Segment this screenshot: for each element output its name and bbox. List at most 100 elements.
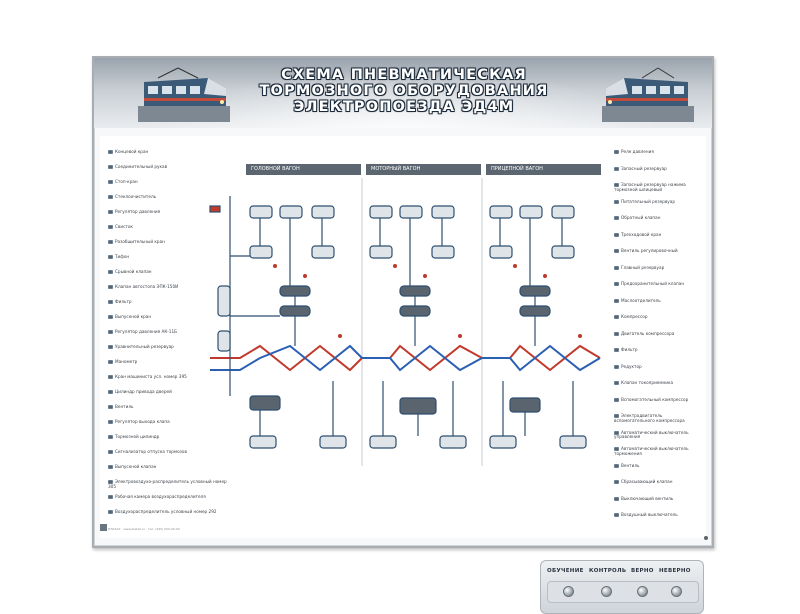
motor-car-equipment bbox=[369, 205, 467, 449]
equipment-symbol-icon bbox=[108, 195, 113, 199]
equipment-symbol-icon bbox=[108, 345, 113, 349]
legend-item: Сбрасывающий клапан bbox=[614, 479, 673, 485]
legend-item: Соединительный рукав bbox=[108, 164, 167, 170]
equipment-symbol-icon bbox=[108, 360, 113, 364]
legend-label: Фильтр bbox=[621, 347, 638, 352]
legend-label: Клапан токоприемника bbox=[621, 380, 674, 385]
equipment-symbol-icon bbox=[108, 225, 113, 229]
equipment-symbol-icon bbox=[108, 210, 113, 214]
equipment-symbol-icon bbox=[614, 331, 619, 336]
control-panel: ОБУЧЕНИЕ КОНТРОЛЬ ВЕРНО НЕВЕРНО bbox=[540, 560, 704, 614]
equipment-symbol-icon bbox=[108, 495, 113, 499]
legend-label: Регулятор давления bbox=[115, 209, 161, 214]
equipment-symbol-icon bbox=[614, 249, 619, 253]
correct-indicator bbox=[637, 586, 648, 597]
legend-label: Маслоотделитель bbox=[621, 297, 661, 303]
legend-item: Трехходовой кран bbox=[614, 231, 662, 238]
equipment-symbol-icon bbox=[614, 348, 619, 352]
equipment-symbol-icon bbox=[614, 513, 619, 517]
legend-item: Автоматический выключатель управления bbox=[614, 430, 702, 440]
legend-item: Выпускной клапан bbox=[108, 464, 157, 470]
footer-text: ПЛАКАТ · www.plakat.ru · тел. (495) 000-… bbox=[108, 527, 180, 531]
legend-label: Редуктор bbox=[621, 363, 642, 369]
equipment-symbol-icon bbox=[108, 435, 113, 439]
incorrect-label: НЕВЕРНО bbox=[659, 568, 691, 574]
legend-item: Вентиль bbox=[108, 404, 134, 410]
legend-item: Срывной клапан bbox=[108, 269, 152, 275]
equipment-symbol-icon bbox=[614, 480, 619, 484]
legend-label: Клапан автостопа ЭПК-150И bbox=[115, 284, 179, 289]
control-mode-button[interactable] bbox=[601, 586, 612, 597]
equipment-symbol-icon bbox=[614, 232, 619, 237]
legend-label: Срывной клапан bbox=[115, 269, 152, 274]
car-header-trailer: ПРИЦЕПНОЙ ВАГОН bbox=[486, 164, 601, 175]
pneumatic-diagram bbox=[209, 178, 601, 466]
title-line-3: ЭЛЕКТРОПОЕЗДА ЭД4М bbox=[293, 99, 515, 115]
legend-label: Реле давления bbox=[621, 149, 654, 154]
legend-item: Манометр bbox=[108, 359, 137, 365]
equipment-symbol-icon bbox=[614, 315, 619, 319]
legend-label: Вспомогательный компрессор bbox=[621, 396, 689, 402]
legend-item: Уравнительный резервуар bbox=[108, 344, 174, 350]
equipment-symbol-icon bbox=[108, 240, 113, 244]
legend-item: Стоп-кран bbox=[108, 179, 138, 185]
equipment-symbol-icon bbox=[614, 463, 619, 468]
legend-item: Клапан токоприемника bbox=[614, 380, 674, 386]
legend-label: Двигатель компрессора bbox=[621, 330, 675, 336]
legend-item: Запасный резервуар нажима тормозной шлиц… bbox=[614, 182, 702, 192]
legend-label: Выпускной клапан bbox=[115, 464, 157, 469]
equipment-symbol-icon bbox=[614, 216, 619, 220]
legend-label: Вентиль bbox=[621, 462, 640, 468]
legend-item: Тормозной цилиндр bbox=[108, 434, 160, 440]
legend-label: Электродвигатель вспомогательного компре… bbox=[614, 413, 685, 423]
equipment-symbol-icon bbox=[108, 405, 113, 409]
legend-label: Регулятор давления АК-11Б bbox=[115, 329, 178, 334]
legend-item: Обратный клапан bbox=[614, 215, 661, 221]
legend-item: Автоматический выключатель торможения bbox=[614, 446, 702, 456]
valve-markers bbox=[273, 264, 582, 338]
equipment-symbol-icon bbox=[108, 315, 113, 319]
legend-label: Запасный резервуар нажима тормозной шлиц… bbox=[614, 182, 686, 192]
legend-label: Разобщительный кран bbox=[115, 239, 165, 244]
legend-item: Фильтр bbox=[108, 299, 132, 305]
legend-label: Главный резервуар bbox=[621, 264, 665, 270]
head-car-equipment bbox=[209, 196, 347, 449]
legend-label: Выключающий вентиль bbox=[621, 495, 674, 501]
legend-item: Вспомогательный компрессор bbox=[614, 396, 689, 403]
equipment-symbol-icon bbox=[614, 166, 619, 171]
legend-item: Регулятор давления АК-11Б bbox=[108, 329, 178, 335]
equipment-symbol-icon bbox=[614, 298, 619, 303]
legend-item: Предохранительный клапан bbox=[614, 281, 684, 287]
legend-label: Концевой кран bbox=[115, 149, 149, 154]
legend-item: Тифон bbox=[108, 254, 129, 260]
legend-item: Цилиндр привода дверей bbox=[108, 389, 172, 395]
legend-label: Сбрасывающий клапан bbox=[621, 479, 673, 484]
equipment-symbol-icon bbox=[108, 480, 113, 484]
legend-label: Обратный клапан bbox=[621, 215, 661, 220]
equipment-symbol-icon bbox=[108, 390, 113, 394]
learning-mode-button[interactable] bbox=[563, 586, 574, 597]
mode-learning-label: ОБУЧЕНИЕ bbox=[547, 568, 584, 574]
legend-item: Питательный резервуар bbox=[614, 199, 675, 205]
legend-item: Концевой кран bbox=[108, 149, 149, 155]
train-right-icon bbox=[602, 67, 694, 122]
legend-item: Выключающий вентиль bbox=[614, 495, 674, 502]
legend-label: Уравнительный резервуар bbox=[115, 344, 174, 349]
equipment-symbol-icon bbox=[614, 414, 619, 418]
legend-label: Тормозной цилиндр bbox=[115, 434, 160, 439]
equipment-symbol-icon bbox=[614, 199, 619, 204]
correct-label: ВЕРНО bbox=[631, 568, 654, 574]
equipment-symbol-icon bbox=[614, 150, 619, 154]
equipment-symbol-icon bbox=[108, 180, 113, 184]
legend-item: Электродвигатель вспомогательного компре… bbox=[614, 413, 702, 423]
legend-label: Стеклоочиститель bbox=[115, 194, 157, 199]
train-left-icon bbox=[138, 67, 230, 122]
equipment-symbol-icon bbox=[108, 420, 113, 424]
legend-item: Стеклоочиститель bbox=[108, 194, 157, 200]
poster-board: СХЕМА ПНЕВМАТИЧЕСКАЯ ТОРМОЗНОГО ОБОРУДОВ… bbox=[92, 56, 714, 614]
legend-item: Регулятор давления bbox=[108, 209, 161, 215]
equipment-symbol-icon bbox=[614, 430, 619, 435]
legend-label: Трехходовой кран bbox=[621, 231, 662, 237]
legend-label: Вентиль регулировочный bbox=[621, 248, 678, 253]
legend-label: Автоматический выключатель торможения bbox=[614, 446, 689, 456]
